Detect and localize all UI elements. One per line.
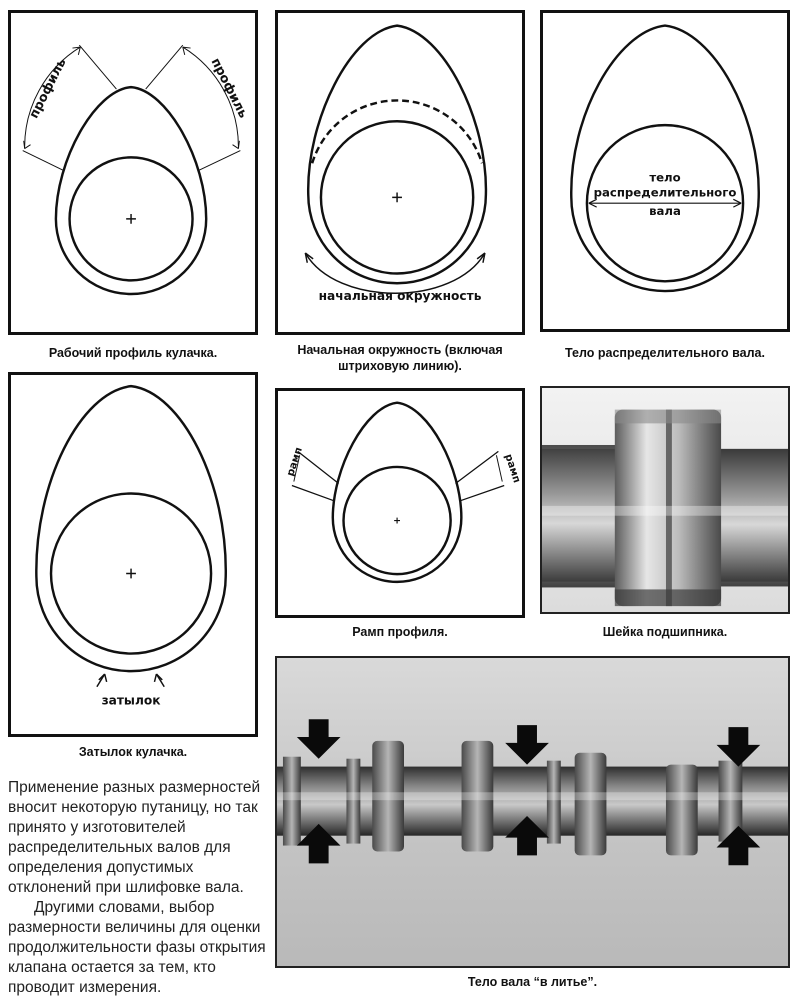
- camshaft-body-label-1: тело: [649, 171, 680, 185]
- ramp-right-label: рамп: [502, 453, 522, 485]
- working-profile-diagram: профиль профиль: [22, 44, 251, 296]
- cam-heel-figure: затылок: [8, 372, 258, 737]
- camshaft-body-diagram: тело распределительного вала: [570, 24, 760, 293]
- working-profile-caption: Рабочий профиль кулачка.: [48, 346, 218, 360]
- body-paragraph-1: Применение разных размерностей вносит не…: [8, 779, 261, 896]
- base-circle-caption: Начальная окружность (включая штриховую …: [297, 343, 503, 373]
- profile-ramp-figure: рамп рамп: [275, 388, 525, 618]
- cast-shaft-image: [277, 658, 788, 966]
- ramp-left-label: рамп: [285, 446, 305, 478]
- base-circle-diagram: начальная окружность: [304, 24, 488, 303]
- camshaft-body-label-2: распределительного: [594, 185, 737, 199]
- camshaft-body-caption: Тело распределительного вала.: [565, 346, 765, 360]
- base-circle-label: начальная окружность: [319, 289, 482, 303]
- camshaft-body-figure: тело распределительного вала: [540, 10, 790, 332]
- body-paragraph-2: Другими словами, выбор размерности велич…: [8, 899, 266, 996]
- working-profile-figure: профиль профиль: [8, 10, 258, 335]
- camshaft-body-label-3: вала: [649, 204, 681, 218]
- profile-ramp-diagram: рамп рамп: [285, 401, 522, 584]
- cam-heel-label: затылок: [102, 693, 162, 707]
- profile-left-label: профиль: [26, 56, 69, 121]
- body-text: Применение разных размерностей вносит не…: [8, 778, 273, 998]
- bearing-journal-caption: Шейка подшипника.: [602, 625, 728, 639]
- cast-shaft-caption: Тело вала “в литье”.: [467, 975, 598, 989]
- bearing-journal-image: [542, 388, 788, 612]
- cast-shaft-photo: [275, 656, 790, 968]
- profile-ramp-caption: Рамп профиля.: [352, 625, 448, 639]
- profile-right-label: профиль: [208, 55, 251, 120]
- cam-heel-diagram: затылок: [35, 384, 227, 707]
- bearing-journal-photo: [540, 386, 790, 614]
- base-circle-figure: начальная окружность: [275, 10, 525, 335]
- cam-heel-caption: Затылок кулачка.: [78, 745, 188, 759]
